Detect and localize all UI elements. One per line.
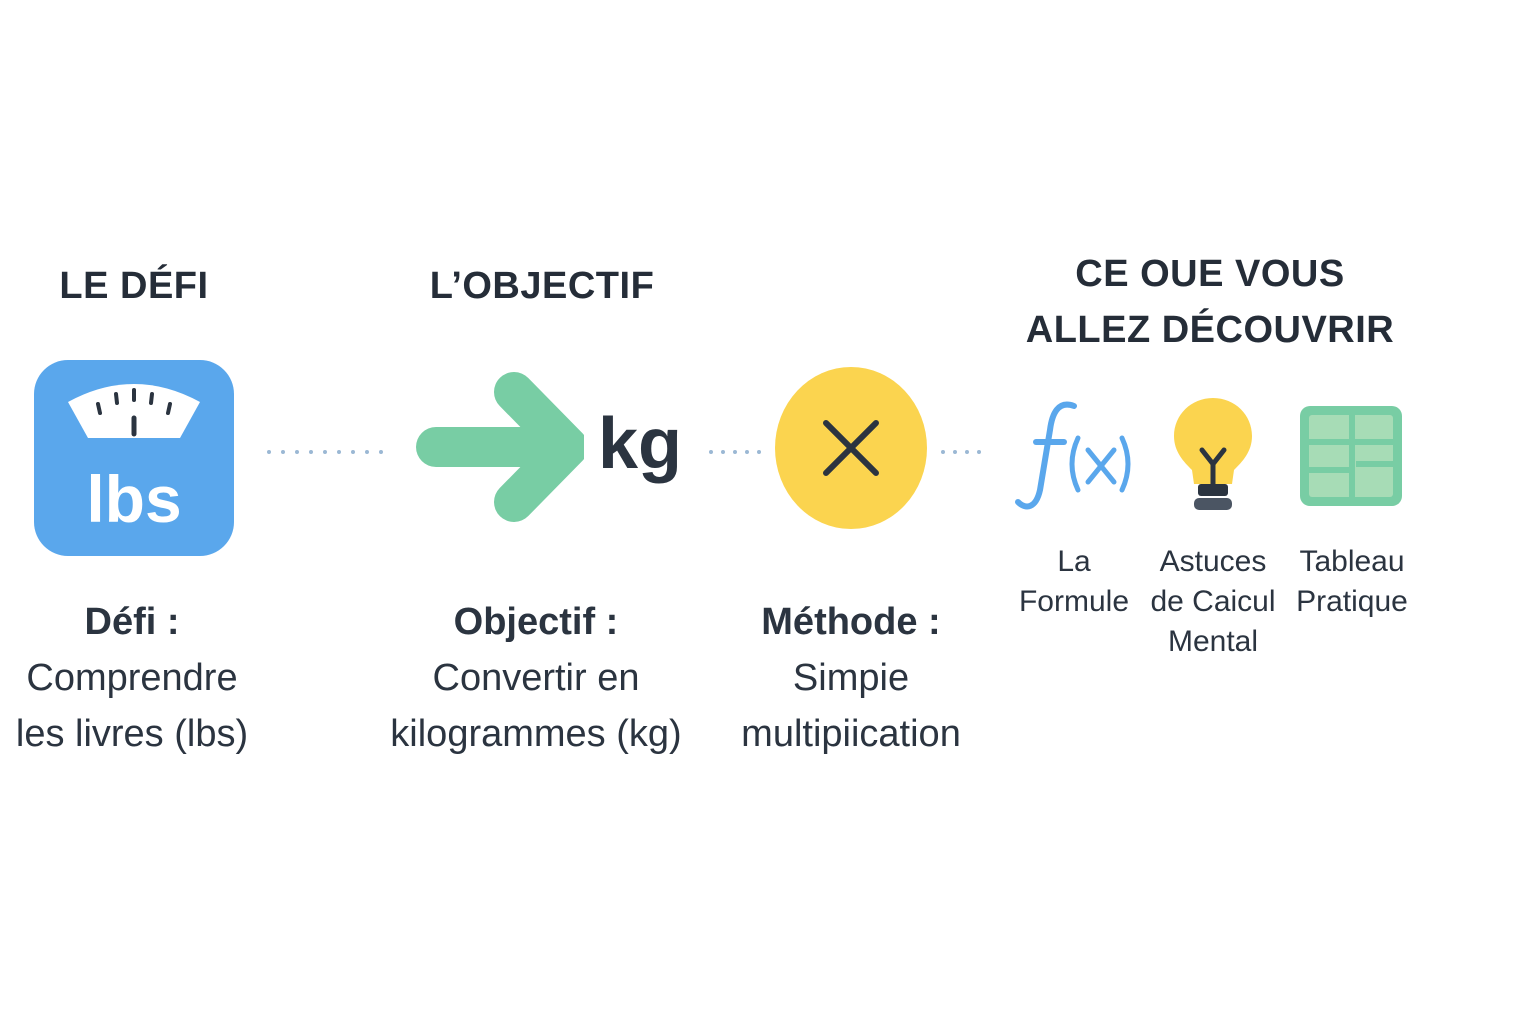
caption-objectif-line-1: Objectif :	[453, 601, 619, 643]
function-fx-icon	[1014, 398, 1136, 514]
label-formule-line-2: Formule	[1018, 585, 1130, 618]
heading-decouvrir-line-1: CE OUE VOUS	[1075, 253, 1345, 295]
label-astuces: Astuces de Caicul Mental	[1140, 542, 1286, 662]
label-formule-line-1: La	[1057, 545, 1091, 578]
dotted-connector-1	[267, 450, 389, 454]
arrow-right-icon	[416, 372, 584, 522]
table-icon	[1300, 406, 1402, 506]
heading-defi: LE DÉFI	[59, 265, 209, 307]
heading-decouvrir-line-2: ALLEZ DÉCOUVRIR	[1025, 309, 1395, 351]
caption-methode-line-1: Méthode :	[761, 601, 941, 643]
lbs-icon-text: lbs	[86, 462, 181, 536]
label-astuces-line-1: Astuces	[1159, 545, 1267, 578]
caption-defi-line-1: Défi :	[84, 601, 180, 643]
caption-objectif-line-2: Convertir en	[432, 657, 640, 699]
caption-methode-line-2: Simpie	[792, 657, 910, 699]
multiply-icon	[774, 366, 928, 530]
label-tableau: Tableau Pratique	[1282, 542, 1422, 622]
dotted-connector-3	[941, 450, 991, 454]
caption-defi: Défi : Comprendre les livres (lbs)	[0, 594, 284, 762]
weighing-scale-icon: lbs	[34, 360, 234, 556]
label-tableau-line-1: Tableau	[1299, 545, 1405, 578]
caption-objectif-line-3: kilogrammes (kg)	[390, 713, 682, 755]
lightbulb-icon	[1172, 396, 1254, 514]
label-astuces-line-3: Mental	[1167, 625, 1259, 658]
caption-methode: Méthode : Simpie multipiication	[716, 594, 986, 762]
caption-defi-line-3: les livres (lbs)	[15, 713, 249, 755]
kg-unit-label: kg	[598, 404, 683, 484]
label-tableau-line-2: Pratique	[1296, 585, 1408, 618]
caption-defi-line-2: Comprendre	[26, 657, 238, 699]
heading-objectif: L’OBJECTIF	[429, 265, 655, 307]
label-astuces-line-2: de Caicul	[1150, 585, 1276, 618]
dotted-connector-2	[709, 450, 763, 454]
heading-decouvrir: CE OUE VOUS ALLEZ DÉCOUVRIR	[990, 246, 1430, 358]
caption-methode-line-3: multipiication	[741, 713, 961, 755]
label-formule: La Formule	[1004, 542, 1144, 622]
caption-objectif: Objectif : Convertir en kilogrammes (kg)	[366, 594, 706, 762]
